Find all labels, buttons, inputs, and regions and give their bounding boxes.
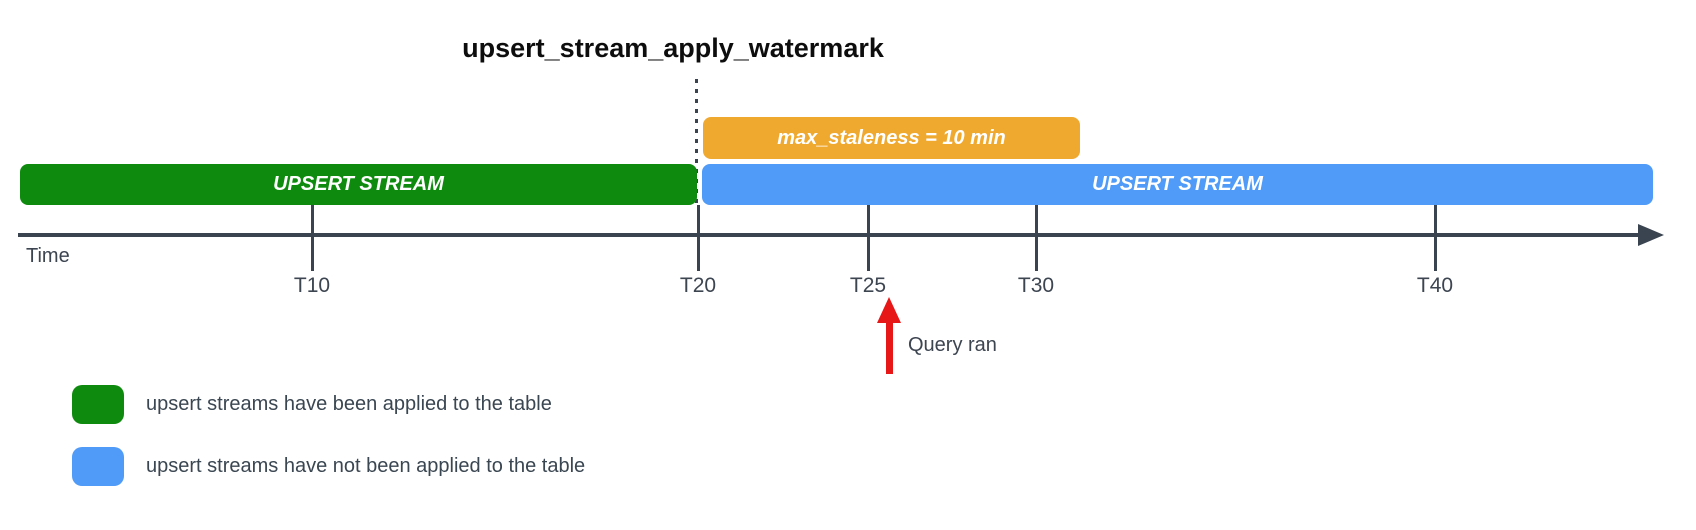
max-staleness-bar: max_staleness = 10 min [703, 117, 1080, 159]
upsert-stream-not-applied-label: UPSERT STREAM [1092, 173, 1263, 195]
tick-label-t10: T10 [293, 274, 331, 297]
tick-label-t25: T25 [849, 274, 887, 297]
query-ran-label: Query ran [908, 334, 997, 356]
time-axis-line [18, 233, 1644, 237]
max-staleness-label: max_staleness = 10 min [777, 126, 1006, 149]
upsert-stream-not-applied-bar: UPSERT STREAM [702, 164, 1653, 205]
legend-label: upsert streams have been applied to the … [146, 393, 552, 415]
tick-t30 [1034, 205, 1038, 271]
legend-label: upsert streams have not been applied to … [146, 455, 586, 477]
legend: upsert streams have been applied to the … [72, 385, 585, 486]
legend-row-blue: upsert streams have not been applied to … [72, 447, 585, 486]
upsert-stream-applied-bar: UPSERT STREAM [20, 164, 697, 205]
upsert-stream-applied-label: UPSERT STREAM [273, 173, 444, 195]
diagram-title: upsert_stream_apply_watermark [462, 33, 884, 63]
query-ran-arrow-shaft [886, 320, 893, 374]
tick-t40 [1433, 205, 1437, 271]
tick-label-t40: T40 [1416, 274, 1454, 297]
tick-label-t20: T20 [679, 274, 717, 297]
axis-arrowhead-icon [1638, 224, 1664, 246]
watermark-dashed-line [695, 79, 698, 205]
time-axis-label: Time [26, 245, 70, 267]
tick-label-t30: T30 [1017, 274, 1055, 297]
query-ran-arrow-icon [877, 297, 901, 323]
tick-t20 [696, 205, 700, 271]
tick-t10 [310, 205, 314, 271]
tick-t25 [866, 205, 870, 271]
legend-swatch-green [72, 385, 124, 424]
legend-swatch-blue [72, 447, 124, 486]
legend-row-green: upsert streams have been applied to the … [72, 385, 585, 424]
